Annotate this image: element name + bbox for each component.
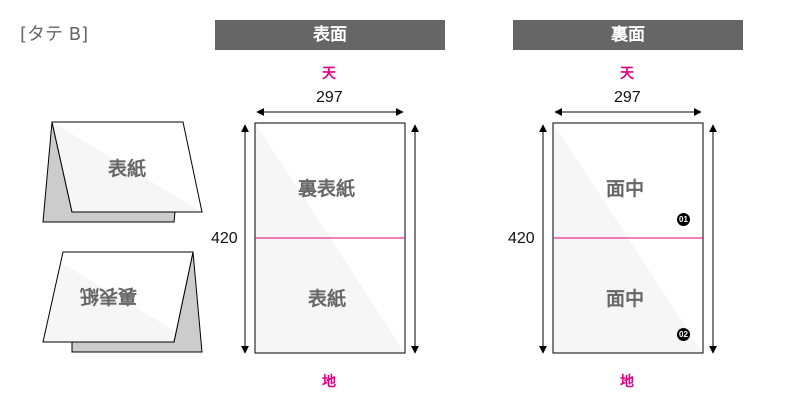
tent-2 (42, 251, 203, 353)
back-width: 297 (614, 89, 641, 106)
front-width: 297 (316, 89, 343, 106)
page-badge-02: 02 (677, 328, 690, 341)
tent-2-label: 裏表紙 (80, 285, 138, 307)
back-top-label: 天 (620, 66, 634, 82)
front-top-label: 天 (322, 66, 336, 82)
front-height: 420 (211, 230, 238, 247)
back-bottom-label: 地 (620, 374, 634, 390)
front-lower-label: 表紙 (308, 288, 347, 310)
back-header: 裏面 (513, 20, 743, 50)
back-upper-label: 中面 (606, 178, 645, 200)
page-badge-01: 01 (677, 213, 690, 226)
tent-1 (42, 121, 203, 223)
variant-title: [タテ B] (20, 24, 89, 45)
back-panel (539, 108, 717, 354)
front-upper-label: 裏表紙 (298, 178, 356, 200)
back-lower-label: 中面 (606, 288, 645, 310)
front-header: 表面 (215, 20, 445, 50)
tent-1-label: 表紙 (108, 158, 147, 180)
back-height: 420 (508, 230, 535, 247)
front-panel (241, 108, 419, 354)
front-bottom-label: 地 (322, 374, 336, 390)
